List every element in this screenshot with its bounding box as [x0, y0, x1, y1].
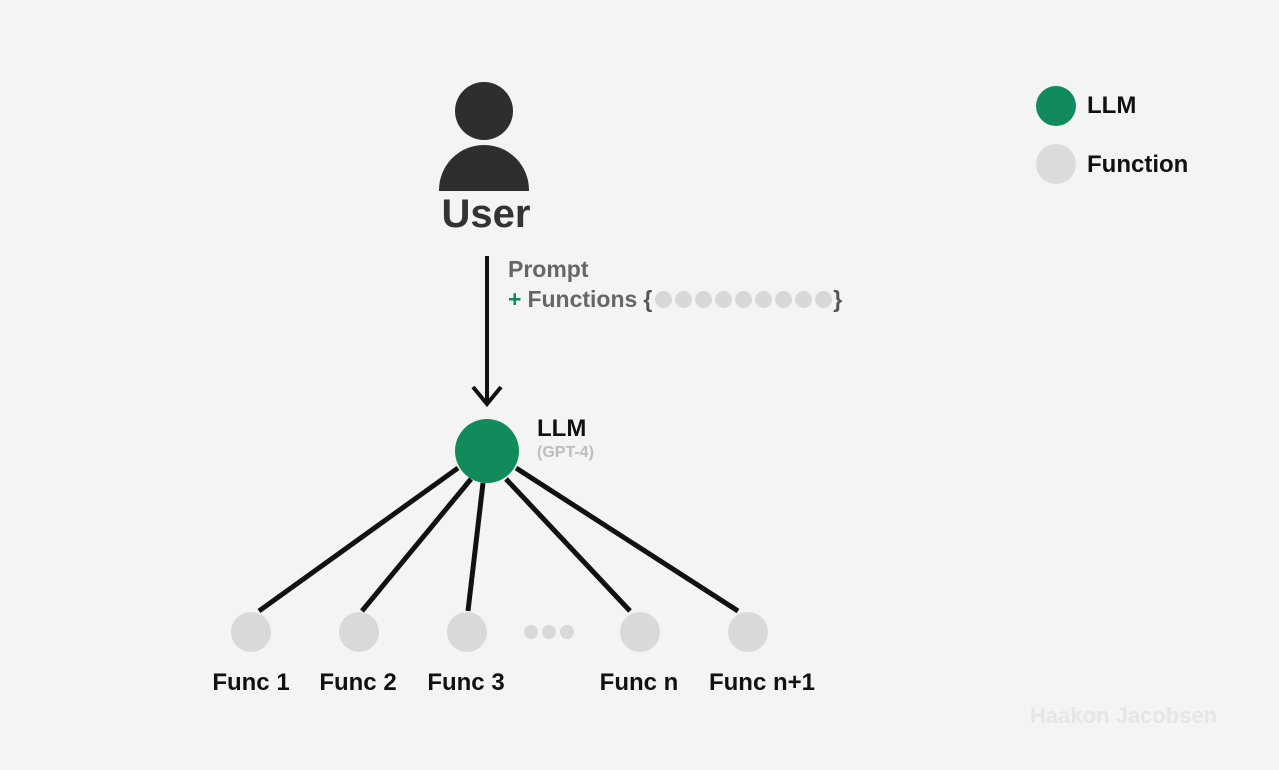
- function-dot: [655, 290, 673, 308]
- prompt-label: Prompt: [508, 256, 589, 282]
- legend-llm-label: LLM: [1087, 92, 1137, 119]
- ellipsis-dot: [560, 625, 574, 639]
- func-label-2: Func 2: [319, 669, 397, 696]
- user-label: User: [441, 192, 531, 236]
- function-dot: [695, 290, 713, 308]
- function-dot: [775, 290, 793, 308]
- function-dot: [715, 290, 733, 308]
- edge-func-n-plus-1: [514, 465, 740, 614]
- llm-model-label: (GPT-4): [537, 444, 594, 461]
- prompt-arrow-head: [471, 385, 503, 408]
- legend-function-label: Function: [1087, 151, 1189, 178]
- open-brace: {: [643, 286, 653, 312]
- function-dot: [675, 290, 693, 308]
- functions-label: Functions: [527, 286, 638, 312]
- function-dot: [755, 290, 773, 308]
- edge-func-2: [360, 477, 473, 613]
- func-node-2: [339, 612, 379, 652]
- plus-sign: +: [508, 286, 522, 312]
- legend-llm-swatch: [1036, 86, 1076, 126]
- user-head-icon: [455, 82, 513, 140]
- func-node-n-plus-1: [728, 612, 768, 652]
- func-label-n: Func n: [599, 669, 679, 696]
- func-label-3: Func 3: [427, 669, 505, 696]
- edge-func-n: [504, 477, 632, 613]
- function-dot: [795, 290, 813, 308]
- ellipsis-dot: [524, 625, 538, 639]
- function-dot: [735, 290, 753, 308]
- functions-label-row: + Functions { }: [508, 285, 842, 313]
- func-node-n: [620, 612, 660, 652]
- llm-label: LLM: [537, 415, 587, 442]
- function-dots-list: [655, 290, 833, 308]
- func-node-1: [231, 612, 271, 652]
- legend-function-swatch: [1036, 144, 1076, 184]
- edge-func-1: [257, 465, 460, 614]
- func-label-1: Func 1: [212, 669, 290, 696]
- ellipsis-dot: [542, 625, 556, 639]
- watermark: Haakon Jacobsen: [1030, 703, 1218, 728]
- edge-func-3: [465, 482, 486, 612]
- func-node-3: [447, 612, 487, 652]
- close-brace: }: [833, 286, 843, 312]
- func-label-n-plus-1: Func n+1: [708, 669, 816, 696]
- function-dot: [815, 290, 833, 308]
- llm-node: [455, 419, 519, 483]
